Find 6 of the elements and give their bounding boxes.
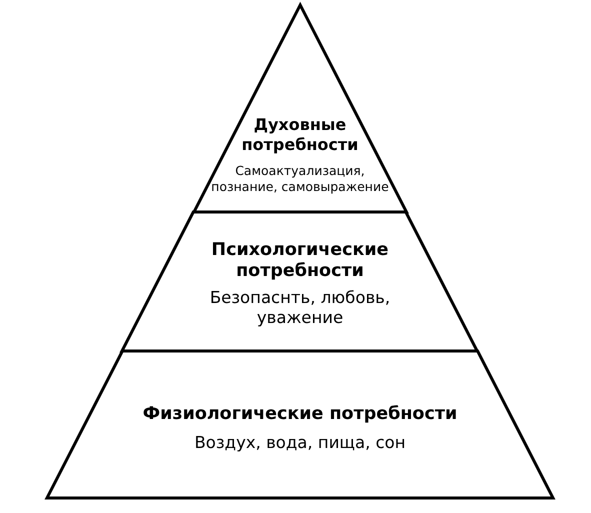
- tier-description: Безопаснть, любовь, уважение: [208, 288, 392, 328]
- tier-heading: Духовные потребности: [240, 115, 360, 155]
- tier-heading: Физиологические потребности: [142, 403, 458, 426]
- tier-description: Самоактуализация, познание, самовыражение: [210, 163, 390, 194]
- tier-heading: Психологические потребности: [210, 240, 390, 282]
- tier-description: Воздух, вода, пища, сон: [194, 432, 406, 454]
